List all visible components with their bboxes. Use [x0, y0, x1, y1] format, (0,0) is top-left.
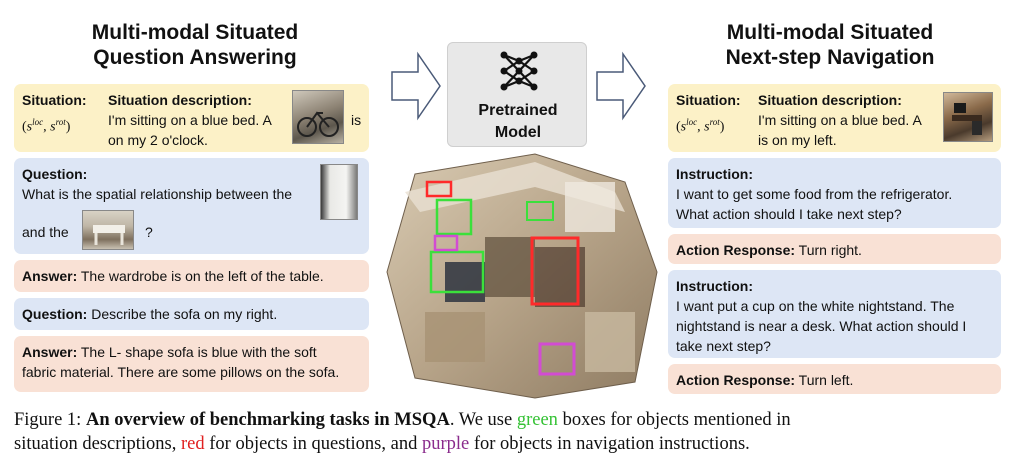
right-instruction1-line2: What action should I take next step? — [676, 206, 902, 222]
left-question1-box: Question: What is the spatial relationsh… — [14, 158, 369, 254]
right-situation-formula: (sloc, srot) — [676, 117, 725, 135]
caption-green: green — [516, 410, 558, 430]
left-answer1-box: Answer: The wardrobe is on the left of t… — [14, 260, 369, 292]
right-action2-text: Turn left. — [798, 372, 854, 388]
caption-p1: . We use — [449, 410, 517, 430]
left-answer1-text: The wardrobe is on the left of the table… — [80, 268, 324, 284]
caption-fig-label: Figure 1: — [14, 410, 82, 430]
right-action2-label: Action Response: — [676, 372, 796, 388]
left-situation-desc-line2: on my 2 o'clock. — [108, 132, 208, 148]
right-instruction1-line1: I want to get some food from the refrige… — [676, 186, 953, 202]
left-situation-box: Situation: (sloc, srot) Situation descri… — [14, 84, 369, 152]
right-situation-desc-line1: I'm sitting on a blue bed. A — [758, 112, 922, 128]
scene-green-box-3 — [429, 250, 485, 294]
scene-red-box-1 — [425, 180, 453, 198]
wardrobe-photo — [320, 164, 358, 220]
caption-p3: situation descriptions, — [14, 434, 181, 454]
left-question2-label: Question: — [22, 306, 88, 322]
right-action1-box: Action Response: Turn right. — [668, 234, 1001, 264]
left-arrow-icon — [391, 51, 441, 121]
caption-purple: purple — [421, 434, 470, 454]
left-situation-desc-text: I'm sitting on a blue bed. A — [108, 112, 272, 128]
right-instruction2-label: Instruction: — [676, 278, 753, 294]
right-title: Multi-modal Situated Next-step Navigatio… — [680, 20, 980, 70]
left-question2-text: Describe the sofa on my right. — [91, 306, 278, 322]
left-situation-formula: (sloc, srot) — [22, 117, 71, 135]
caption-red: red — [181, 434, 205, 454]
right-action1-text: Turn right. — [798, 242, 862, 258]
right-instruction1-box: Instruction: I want to get some food fro… — [668, 158, 1001, 228]
right-title-line2: Next-step Navigation — [725, 46, 935, 69]
left-answer2-line2: fabric material. There are some pillows … — [22, 364, 340, 380]
caption-p4: for objects in questions, and — [204, 434, 422, 454]
left-situation-desc-label: Situation description: — [108, 92, 252, 108]
left-question1-qmark: ? — [145, 224, 153, 240]
right-title-line1: Multi-modal Situated — [726, 21, 934, 44]
desk-photo — [943, 92, 993, 142]
scene-green-box-2 — [526, 201, 554, 221]
caption-bold: An overview of benchmarking tasks in MSQ… — [85, 410, 450, 430]
left-question1-label: Question: — [22, 166, 88, 182]
model-label-line2: Model — [494, 124, 542, 141]
right-arrow-icon — [596, 51, 646, 121]
left-question2-box: Question: Describe the sofa on my right. — [14, 298, 369, 330]
left-answer1-label: Answer: — [22, 268, 78, 284]
right-instruction2-box: Instruction: I want put a cup on the whi… — [668, 270, 1001, 358]
right-instruction2-line2: nightstand is near a desk. What action s… — [676, 318, 967, 334]
caption-p2: boxes for objects mentioned in — [557, 410, 791, 430]
right-instruction1-label: Instruction: — [676, 166, 753, 182]
right-situation-box: Situation: (sloc, srot) Situation descri… — [668, 84, 1001, 152]
right-action2-box: Action Response: Turn left. — [668, 364, 1001, 394]
neural-network-icon — [500, 51, 538, 91]
scene-purple-box-2 — [538, 342, 576, 376]
table-photo — [82, 210, 134, 250]
figure-caption: Figure 1: An overview of benchmarking ta… — [14, 408, 1010, 456]
right-action1-label: Action Response: — [676, 242, 796, 258]
left-question1-line1: What is the spatial relationship between… — [22, 186, 293, 202]
left-answer2-box: Answer: The L- shape sofa is blue with t… — [14, 336, 369, 392]
model-label-line1: Pretrained — [478, 102, 558, 119]
right-instruction2-line1: I want put a cup on the white nightstand… — [676, 298, 955, 314]
scene-green-box-1 — [435, 198, 473, 236]
scene-purple-box-1 — [433, 234, 459, 252]
left-situation-label: Situation: — [22, 92, 87, 108]
scene-3d-image — [386, 153, 658, 399]
right-instruction2-line3: take next step? — [676, 338, 771, 354]
right-situation-desc-line2: is on my left. — [758, 132, 837, 148]
left-answer2-label: Answer: — [22, 344, 78, 360]
right-situation-label: Situation: — [676, 92, 741, 108]
right-situation-desc-label: Situation description: — [758, 92, 902, 108]
bicycle-photo — [292, 90, 344, 144]
left-title-line2: Question Answering — [93, 46, 297, 69]
left-title: Multi-modal Situated Question Answering — [50, 20, 340, 70]
left-title-line1: Multi-modal Situated — [91, 21, 299, 44]
scene-red-box-2 — [530, 236, 580, 306]
left-answer2-line1: The L- shape sofa is blue with the soft — [80, 344, 317, 360]
left-situation-desc-is: is — [351, 112, 362, 128]
pretrained-model-box: Pretrained Model — [447, 42, 587, 147]
caption-p5: for objects in navigation instructions. — [469, 434, 750, 454]
left-question1-line2-pre: and the — [22, 224, 69, 240]
